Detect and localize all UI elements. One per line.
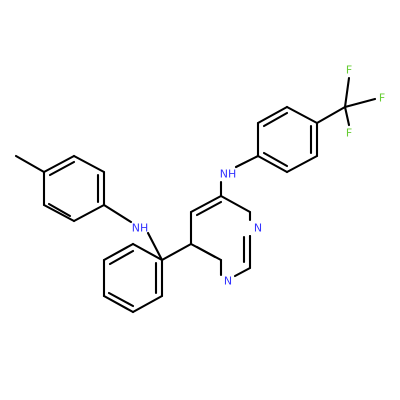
bond-line bbox=[233, 266, 252, 278]
bond-line bbox=[47, 202, 72, 218]
bonds-group bbox=[14, 76, 377, 314]
bond-line bbox=[108, 249, 135, 266]
atom-label-nh-toluidine: NH bbox=[132, 222, 149, 235]
bond-line bbox=[219, 194, 252, 214]
bond-line bbox=[146, 231, 164, 262]
atom-label-nh-aniline: NH bbox=[220, 168, 237, 181]
bond-line bbox=[102, 242, 135, 262]
bond-line bbox=[14, 154, 46, 174]
bond-line bbox=[262, 111, 289, 128]
bond-line bbox=[42, 154, 76, 174]
bond-line bbox=[285, 154, 319, 174]
atom-label-n-pyrimidine-upper: N bbox=[254, 222, 262, 235]
bond-line bbox=[315, 105, 347, 125]
atom-label-n-pyrimidine-lower: N bbox=[224, 275, 232, 288]
bond-line bbox=[195, 245, 217, 259]
bond-line bbox=[262, 151, 289, 168]
bond-line bbox=[189, 194, 223, 214]
atom-label-f-right: F bbox=[379, 92, 385, 105]
bond-line bbox=[195, 200, 223, 217]
bond-line bbox=[102, 294, 135, 314]
bond-line bbox=[160, 242, 193, 262]
atom-label-f-bottom: F bbox=[346, 127, 352, 140]
bond-line bbox=[256, 105, 289, 125]
bond-line bbox=[256, 154, 289, 174]
atom-labels-group: NH NH N N F F F bbox=[132, 64, 385, 288]
bond-line bbox=[131, 294, 164, 314]
bond-line bbox=[343, 76, 351, 109]
bond-line bbox=[285, 105, 319, 125]
bond-line bbox=[343, 97, 377, 109]
bond-line bbox=[107, 291, 135, 308]
bond-line bbox=[131, 242, 164, 262]
bond-line bbox=[72, 154, 106, 174]
atom-label-f-top: F bbox=[346, 64, 352, 77]
bond-line bbox=[343, 105, 351, 127]
bond-line bbox=[234, 154, 260, 169]
bond-line bbox=[102, 203, 133, 224]
bond-line bbox=[42, 203, 76, 223]
bond-line bbox=[48, 160, 76, 177]
bond-line bbox=[72, 203, 106, 223]
